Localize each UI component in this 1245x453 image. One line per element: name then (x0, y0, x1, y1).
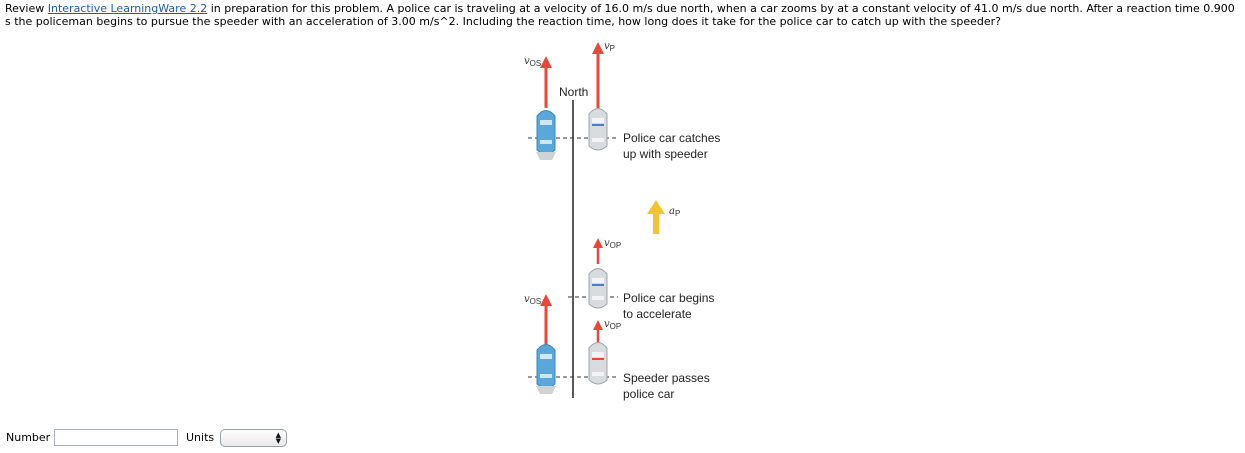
speeder-car-bottom (536, 344, 556, 394)
vop-label-mid: vOP (604, 238, 622, 250)
number-label: Number (6, 431, 51, 444)
police-car-top (588, 108, 608, 151)
vp-label: vP (604, 41, 615, 53)
ap-label: aP (669, 206, 681, 218)
vos-label-top: vOS (524, 56, 542, 68)
speeder-car-top (536, 110, 556, 160)
catch-label-line1: Police car catches (623, 131, 721, 145)
problem-statement: Review Interactive LearningWare 2.2 in p… (5, 2, 1241, 28)
pass-label-line2: police car (623, 387, 675, 401)
begin-label-line1: Police car begins (623, 291, 715, 305)
acceleration-arrow (653, 212, 659, 234)
number-input[interactable] (54, 429, 178, 446)
problem-prefix: Review (5, 2, 48, 15)
vop-label-low: vOP (604, 319, 622, 331)
catch-label-line2: up with speeder (623, 147, 708, 161)
vos-label-bottom: vOS (524, 294, 542, 306)
motion-diagram: North Police car catches up with speeder… (500, 38, 760, 413)
begin-label-line2: to accelerate (623, 307, 692, 321)
units-label: Units (186, 431, 215, 444)
police-car-bottom (588, 342, 608, 385)
police-car-mid (588, 268, 608, 309)
diagram-drawing (528, 42, 665, 398)
north-label: North (559, 85, 589, 99)
units-select[interactable]: ▲▼ (220, 429, 287, 447)
learningware-link[interactable]: Interactive LearningWare 2.2 (47, 2, 208, 15)
problem-text: in preparation for this problem. A polic… (5, 2, 1235, 28)
updown-arrows-icon: ▲▼ (275, 431, 281, 445)
pass-label-line1: Speeder passes (623, 371, 710, 385)
